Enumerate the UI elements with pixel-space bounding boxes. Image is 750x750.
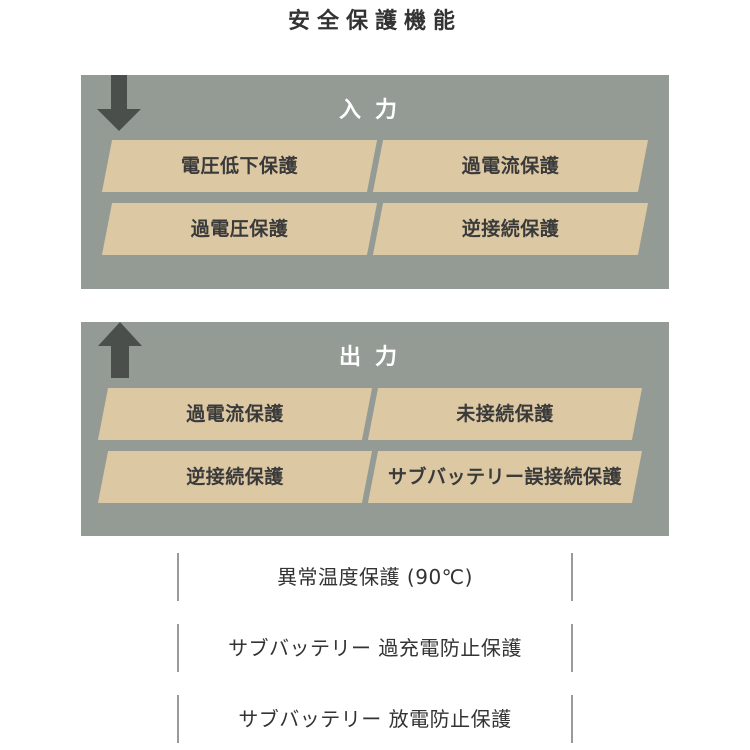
feature-overheat-protection: 異常温度保護 (90℃) [177, 553, 573, 601]
output-item-sub-battery-misconnection: サブバッテリー誤接続保護 [367, 451, 643, 503]
feature-sub-battery-overcharge-protection: サブバッテリー 過充電防止保護 [177, 624, 573, 672]
up-arrow-icon [98, 322, 142, 378]
input-item-overcurrent: 過電流保護 [372, 140, 649, 192]
output-item-overcurrent: 過電流保護 [97, 388, 373, 440]
down-arrow-icon [97, 75, 141, 131]
output-item-reverse-connection: 逆接続保護 [97, 451, 373, 503]
input-item-undervoltage: 電圧低下保護 [101, 140, 378, 192]
output-heading: 出力 [338, 345, 411, 370]
input-heading: 入力 [338, 98, 411, 123]
input-item-reverse-connection: 逆接続保護 [372, 203, 649, 255]
output-item-disconnection: 未接続保護 [367, 388, 643, 440]
output-panel: 出力 過電流保護 未接続保護 逆接続保護 サブバッテリー誤接続保護 [81, 322, 669, 536]
feature-sub-battery-discharge-protection: サブバッテリー 放電防止保護 [177, 695, 573, 743]
input-item-overvoltage: 過電圧保護 [101, 203, 378, 255]
input-panel: 入力 電圧低下保護 過電流保護 過電圧保護 逆接続保護 [81, 75, 669, 289]
page-title: 安全保護機能 [287, 9, 462, 34]
